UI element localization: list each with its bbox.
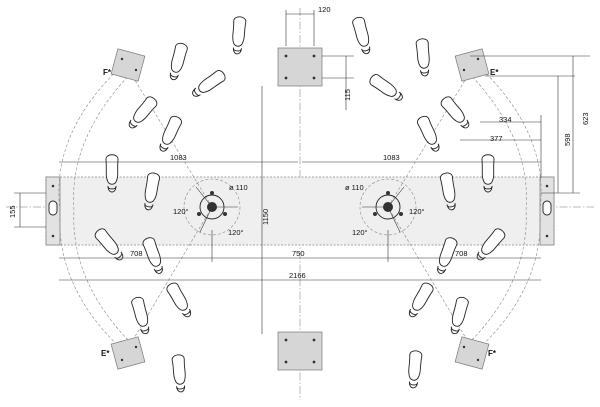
plate-top-left xyxy=(110,48,146,82)
right-slot xyxy=(542,200,552,216)
dim-left-end-height: 155 xyxy=(8,205,17,218)
dim-right-angle-b: 120° xyxy=(352,228,368,237)
plate-top-right xyxy=(454,48,490,82)
dim-right-diameter: ø 110 xyxy=(345,183,364,192)
dim-left-half: 1083 xyxy=(170,153,187,162)
left-slot xyxy=(48,200,58,216)
dim-left-angle-b: 120° xyxy=(228,228,244,237)
dim-right-angle-a: 120° xyxy=(409,207,425,216)
dim-total-2166: 2166 xyxy=(289,271,306,280)
label-e-bottom-left: E* xyxy=(101,349,110,358)
label-f-bottom-right: F* xyxy=(488,349,497,358)
plate-bottom-left xyxy=(110,336,146,370)
dimension-lines xyxy=(14,10,590,334)
dim-598: 598 xyxy=(563,133,572,146)
dim-left-708: 708 xyxy=(130,249,143,258)
dim-center-750: 750 xyxy=(292,249,305,258)
bottom-plate xyxy=(277,331,323,371)
dim-right-half: 1083 xyxy=(383,153,400,162)
left-end-bolt xyxy=(51,184,55,188)
label-f-top-left: F* xyxy=(103,68,112,77)
dim-623: 623 xyxy=(581,112,590,125)
dim-334: 334 xyxy=(499,115,512,124)
plate-bottom-right xyxy=(454,336,490,370)
dim-top-plate-offset: 115 xyxy=(343,89,352,101)
label-e-top-right: E* xyxy=(490,68,499,77)
right-end-bolt xyxy=(545,184,549,188)
left-end-bolt xyxy=(51,234,55,238)
dim-top-plate-width: 120 xyxy=(318,5,331,14)
dim-left-diameter: ø 110 xyxy=(229,183,248,192)
main-beam xyxy=(45,176,555,246)
dim-377: 377 xyxy=(490,134,503,143)
right-end-bolt xyxy=(545,234,549,238)
dim-left-angle-a: 120° xyxy=(173,207,189,216)
top-plate xyxy=(277,47,323,87)
left-pivot xyxy=(183,178,241,236)
dim-vertical-span: 1150 xyxy=(261,209,270,225)
dim-right-708: 708 xyxy=(455,249,468,258)
right-pivot xyxy=(359,178,417,236)
